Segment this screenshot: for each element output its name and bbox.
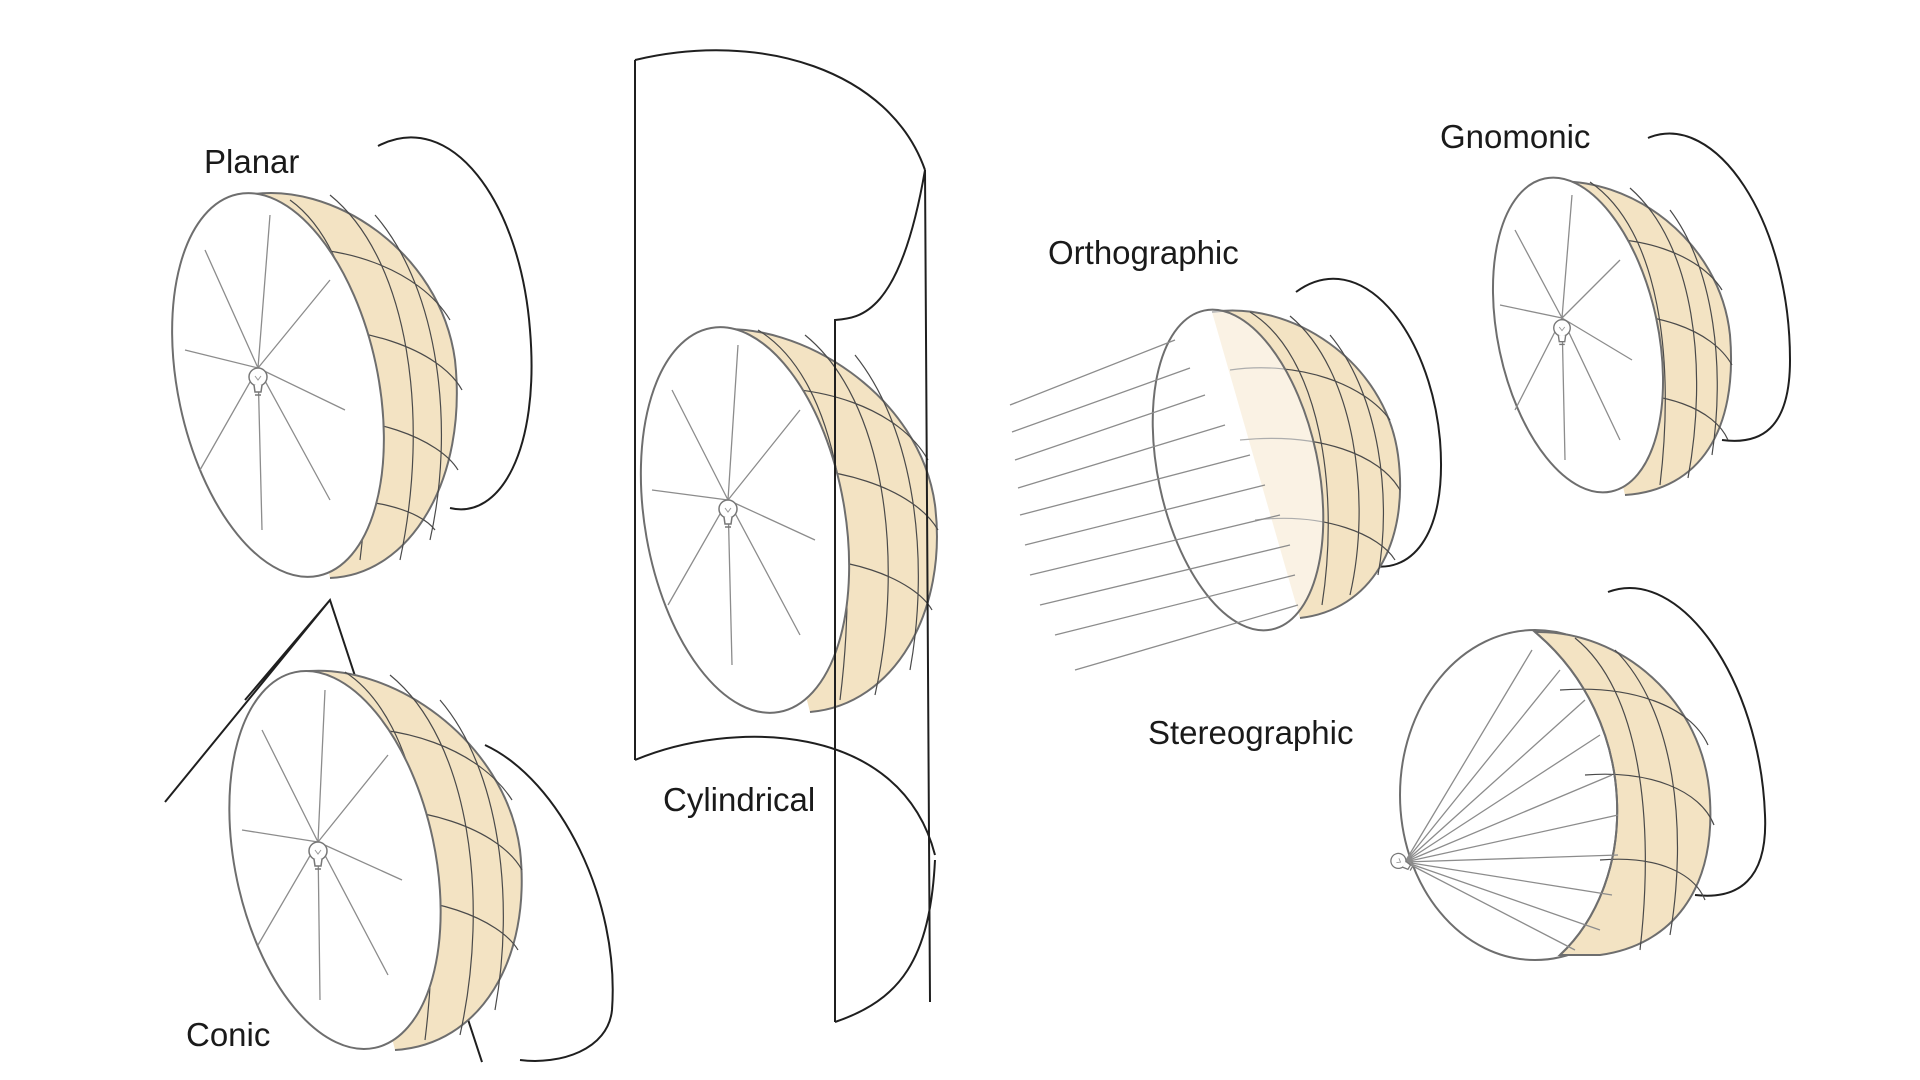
stereographic-projection — [1387, 587, 1767, 961]
planar-label: Planar — [204, 143, 300, 180]
light-rays — [1499, 194, 1633, 461]
hemisphere-cut-edge — [1534, 631, 1619, 956]
light-rays — [241, 689, 403, 1001]
cylindrical-projection — [634, 49, 939, 1023]
hemisphere-cut-face — [171, 192, 385, 578]
conic-label: Conic — [186, 1016, 271, 1053]
light-rays — [651, 344, 816, 666]
projection-plane — [1607, 587, 1767, 897]
cylinder-front — [834, 169, 936, 1023]
cylindrical-label: Cylindrical — [663, 781, 816, 818]
graticule-lines — [1559, 637, 1715, 951]
stereographic-label: Stereographic — [1148, 714, 1354, 751]
projection-plane — [377, 136, 533, 511]
light-rays — [1404, 649, 1619, 951]
hemisphere-cut-face — [1491, 176, 1665, 494]
cylinder-back — [634, 49, 936, 856]
hemisphere-cut-face — [1151, 308, 1325, 632]
conic-projection — [164, 597, 614, 1063]
projection-plane — [1295, 278, 1442, 568]
parallel-rays — [1009, 339, 1299, 671]
graticule-lines — [1567, 181, 1733, 486]
gnomonic-projection — [1491, 132, 1792, 496]
gnomonic-label: Gnomonic — [1440, 118, 1591, 155]
hemisphere-cut-face — [228, 670, 442, 1050]
projection-plane — [1647, 132, 1792, 442]
graticule-lines — [1229, 311, 1401, 606]
planar-projection — [171, 136, 533, 579]
orthographic-label: Orthographic — [1048, 234, 1239, 271]
light-rays — [184, 214, 346, 531]
hemisphere-cut-face — [639, 326, 851, 714]
orthographic-projection — [1009, 278, 1442, 671]
